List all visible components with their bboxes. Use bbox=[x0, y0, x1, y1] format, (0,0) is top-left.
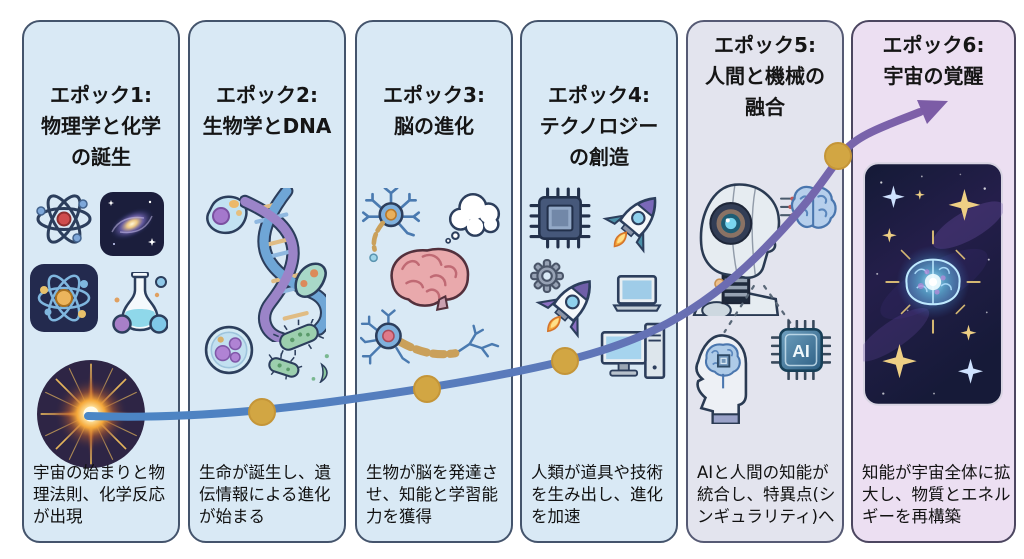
bacteria-icon bbox=[264, 317, 332, 385]
laptop-icon bbox=[612, 274, 662, 314]
ai-chip-label: AI bbox=[792, 341, 810, 361]
epoch-1-description: 宇宙の始まりと物理法則、化学反応が出現 bbox=[33, 463, 165, 527]
epoch-2-panel: エポック2: 生物学とDNA bbox=[188, 20, 346, 543]
epoch-4-panel: エポック4: テクノロジー の創造 bbox=[520, 20, 678, 543]
digital-brain-icon bbox=[780, 184, 838, 234]
epoch-5-panel: エポック5: 人間と機械の 融合 bbox=[686, 20, 844, 543]
big-bang-starburst-icon bbox=[37, 360, 145, 468]
ai-chip-icon: AI bbox=[770, 319, 832, 381]
epoch-4-description: 人類が道具や技術を生み出し、進化を加速 bbox=[531, 463, 663, 527]
cosmic-brain-icon bbox=[857, 162, 1005, 406]
desktop-computer-icon bbox=[600, 322, 666, 386]
epoch-3-panel: エポック3: 脳の進化 bbox=[355, 20, 513, 543]
brain-icon bbox=[382, 238, 476, 314]
epoch-6-title: エポック6: 宇宙の覚醒 bbox=[882, 33, 985, 88]
mitochondria-icon bbox=[289, 259, 329, 305]
cpu-chip-icon bbox=[529, 187, 591, 249]
epoch-2-description: 生命が誕生し、遺伝情報による進化が始まる bbox=[199, 463, 331, 527]
epoch-1-panel: エポック1: 物理学と化学 の誕生 bbox=[22, 20, 180, 543]
rocket-icon bbox=[602, 189, 668, 255]
flask-icon bbox=[112, 271, 169, 334]
thought-cloud-icon bbox=[443, 188, 505, 244]
epoch-6-panel: エポック6: 宇宙の覚醒 bbox=[851, 20, 1016, 543]
neuron-synapse-icon bbox=[359, 309, 500, 369]
atom-dark-tile-icon bbox=[30, 264, 98, 332]
epoch-6-description: 知能が宇宙全体に拡大し、物質とエネルギーを再構築 bbox=[862, 463, 1011, 527]
cell-cluster-icon bbox=[204, 325, 254, 375]
atom-icon bbox=[32, 187, 96, 251]
rocket-icon bbox=[535, 272, 603, 340]
galaxy-icon bbox=[100, 192, 164, 256]
epoch-5-description: AIと人間の知能が統合し、特異点(シンギュラリティ)へ bbox=[697, 463, 836, 527]
epoch-3-description: 生物が脳を発達させ、知能と学習能力を獲得 bbox=[366, 463, 498, 527]
human-head-circuit-icon bbox=[692, 332, 748, 425]
